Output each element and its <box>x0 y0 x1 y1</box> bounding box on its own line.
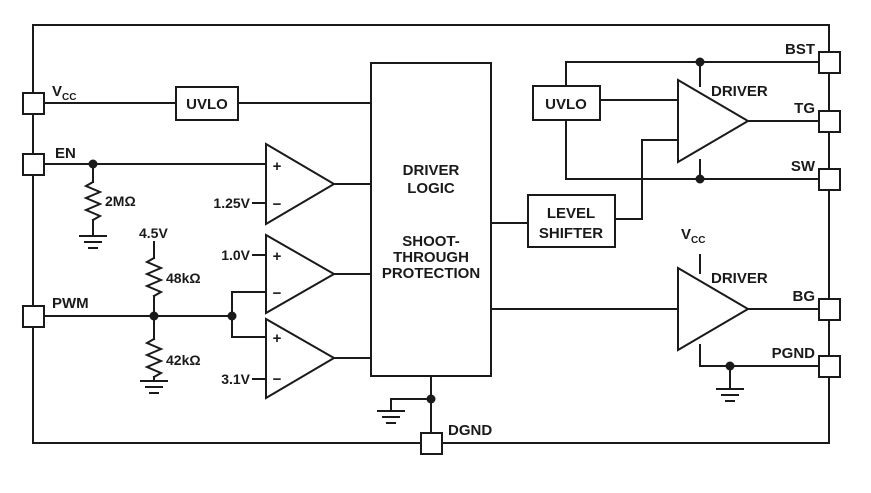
pwm-upper-resistor-label: 48kΩ <box>166 270 201 286</box>
reference-1-0v-label: 1.0V <box>221 247 250 263</box>
pin-vcc <box>22 92 45 115</box>
level-shifter-block: LEVEL SHIFTER <box>527 194 616 248</box>
pin-bg <box>818 298 841 321</box>
reference-1-25v-label: 1.25V <box>213 195 250 211</box>
ground-symbol-pwm <box>140 380 168 394</box>
level-shifter-label-line2: SHIFTER <box>539 225 603 242</box>
comparator-low-minus-sign: − <box>273 285 282 302</box>
pin-sw-label: SW <box>791 158 816 175</box>
driver-top-label: DRIVER <box>711 83 768 100</box>
comparator-low-plus-sign: + <box>273 248 282 265</box>
ground-symbol-logic <box>377 410 405 424</box>
junction-dot-pgnd <box>725 361 735 371</box>
driver-logic-block: DRIVER LOGIC SHOOT- THROUGH PROTECTION <box>370 62 492 377</box>
driver-bottom <box>677 266 750 352</box>
driver-bottom-label: DRIVER <box>711 270 768 287</box>
junction-dot-pwm-divider <box>149 311 159 321</box>
comparator-en: + − <box>265 142 336 226</box>
protection-label-line3: PROTECTION <box>382 265 480 282</box>
bias-voltage-label: 4.5V <box>139 225 168 241</box>
pin-dgnd <box>420 432 443 455</box>
comparator-high-minus-sign: − <box>273 371 282 388</box>
pin-pgnd <box>818 355 841 378</box>
ground-symbol-pgnd <box>716 388 744 402</box>
driver-logic-label-line1: DRIVER <box>403 162 460 179</box>
wiring <box>44 61 830 434</box>
pin-pgnd-label: PGND <box>772 345 816 362</box>
pin-tg-label: TG <box>794 100 815 117</box>
comparator-en-minus-sign: − <box>273 196 282 213</box>
ground-symbol-en <box>79 235 107 249</box>
pin-en <box>22 153 45 176</box>
comparator-pwm-low: + − <box>265 233 337 315</box>
protection-label-line1: SHOOT- <box>402 233 460 250</box>
uvlo-block-left: UVLO <box>175 86 239 121</box>
comparator-high-plus-sign: + <box>273 330 282 347</box>
uvlo-block-right: UVLO <box>532 85 601 121</box>
junction-dot-pwm-comparators <box>227 311 237 321</box>
en-resistor-label: 2MΩ <box>105 193 136 209</box>
level-shifter-label-line1: LEVEL <box>547 205 595 222</box>
driver-logic-label-line2: LOGIC <box>407 180 455 197</box>
junction-dot-dgnd <box>426 394 436 404</box>
uvlo-right-label: UVLO <box>545 96 587 113</box>
pin-vcc-label: VCC <box>52 83 76 103</box>
pin-tg <box>818 110 841 133</box>
pin-bst <box>818 51 841 74</box>
comparator-pwm-high: + − <box>265 317 336 400</box>
uvlo-left-label: UVLO <box>186 96 228 113</box>
pin-bst-label: BST <box>785 41 815 58</box>
comparator-en-plus-sign: + <box>273 158 282 175</box>
driver-top <box>677 78 750 164</box>
pin-pwm <box>22 305 45 328</box>
pin-pwm-label: PWM <box>52 295 89 312</box>
pin-en-label: EN <box>55 145 76 162</box>
pwm-lower-resistor-label: 42kΩ <box>166 352 201 368</box>
protection-label-line2: THROUGH <box>393 249 469 266</box>
junction-dot-en <box>88 159 98 169</box>
driver-vcc-label: VCC <box>681 226 705 246</box>
pin-dgnd-label: DGND <box>448 422 492 439</box>
pin-bg-label: BG <box>793 288 816 305</box>
junction-dot-sw <box>695 174 705 184</box>
reference-3-1v-label: 3.1V <box>221 371 250 387</box>
pin-sw <box>818 168 841 191</box>
junction-dot-bst <box>695 57 705 67</box>
